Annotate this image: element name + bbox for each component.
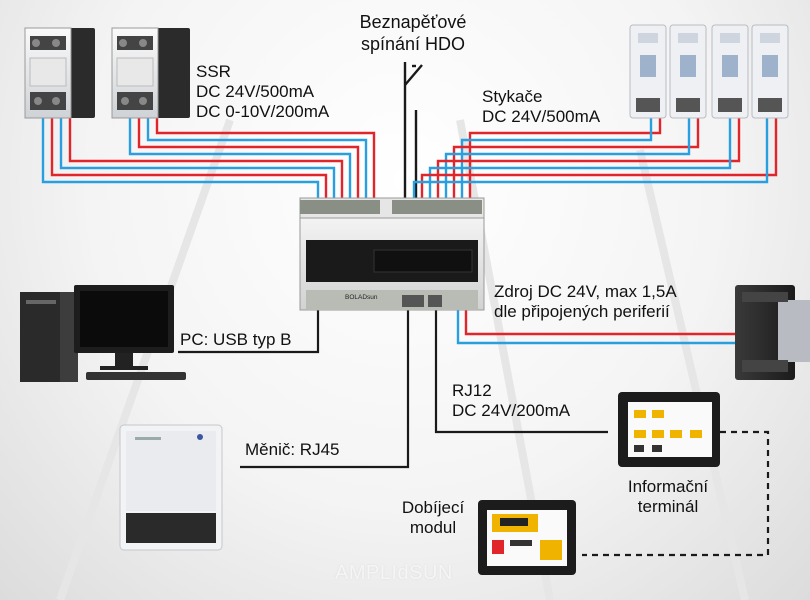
ssr-title: SSR <box>196 62 231 81</box>
ssr-wires <box>41 118 376 205</box>
contactor-wire <box>428 118 732 205</box>
charger-label-line2: modul <box>409 518 457 537</box>
charger-label: Dobíjecí modul <box>390 498 476 538</box>
ssr-wire <box>146 118 368 205</box>
terminal-label: Informační terminál <box>612 477 724 517</box>
contactor-label: Stykače DC 24V/500mA <box>482 87 600 127</box>
din-power-supply-icon <box>735 285 810 380</box>
ssr-spec-line1: DC 24V/500mA <box>196 82 315 101</box>
hdo-label: Beznapěťové spínání HDO <box>350 11 476 55</box>
psu-label-line2: dle připojených periferií <box>494 302 670 321</box>
watermark: AMPLIdSUN <box>335 562 453 584</box>
rj12-label: RJ12 DC 24V/200mA <box>452 381 570 421</box>
ssr-wire <box>128 118 352 205</box>
psu-wire <box>464 305 735 336</box>
terminal-bus-dashed <box>582 430 770 557</box>
contactor-wire <box>460 118 653 205</box>
din-rail-controller-icon <box>299 197 485 311</box>
ssr-icon <box>111 27 190 119</box>
terminal-label-line1: Informační <box>627 477 709 496</box>
contactor-wire <box>420 118 778 205</box>
hdo-wires <box>403 62 423 205</box>
charger-label-line1: Dobíjecí <box>401 498 465 517</box>
info-terminal-icon <box>618 392 720 467</box>
ssr-wire <box>137 118 360 205</box>
controller-brand-text: BOLADsun <box>345 294 378 301</box>
din-contactor-icon <box>711 24 749 119</box>
contactor-wire <box>444 118 691 205</box>
rj12-wire <box>434 305 608 434</box>
contactor-wire <box>436 118 741 205</box>
rj12-label-line1: RJ12 <box>452 381 492 400</box>
contactor-wire <box>412 118 769 205</box>
ssr-wire <box>50 118 328 205</box>
ssr-wire <box>41 118 320 205</box>
inverter-label: Měnič: RJ45 <box>245 440 340 459</box>
ssr-wire <box>68 118 344 205</box>
usb-wire <box>178 305 320 354</box>
charger-module-icon <box>478 500 576 575</box>
din-contactor-icon <box>751 24 789 119</box>
comm-wires <box>178 305 770 557</box>
pc-label: PC: USB typ B <box>180 330 292 349</box>
rj45-wire <box>240 305 410 469</box>
ssr-icon <box>24 27 95 119</box>
din-contactor-icon <box>629 24 667 119</box>
ssr-label: SSR DC 24V/500mA DC 0-10V/200mA <box>196 62 329 122</box>
contactor-title: Stykače <box>482 87 543 106</box>
terminal-label-line2: terminál <box>637 497 699 516</box>
ssr-wire <box>59 118 336 205</box>
contactor-wires <box>412 118 778 205</box>
psu-wires <box>456 305 735 345</box>
psu-label-line1: Zdroj DC 24V, max 1,5A <box>494 282 677 301</box>
contactor-spec: DC 24V/500mA <box>482 107 601 126</box>
din-contactor-icon <box>669 24 707 119</box>
psu-label: Zdroj DC 24V, max 1,5A dle připojených p… <box>494 282 677 322</box>
desktop-pc-icon <box>20 285 186 382</box>
hdo-label-line1: Beznapěťové <box>359 12 467 32</box>
ssr-wire <box>155 118 376 205</box>
solar-inverter-icon <box>119 424 223 551</box>
ssr-spec-line2: DC 0-10V/200mA <box>196 102 330 121</box>
rj12-label-line2: DC 24V/200mA <box>452 401 571 420</box>
hdo-label-line2: spínání HDO <box>360 34 466 54</box>
hdo-switch-lever <box>404 64 423 86</box>
psu-wire <box>456 305 735 345</box>
